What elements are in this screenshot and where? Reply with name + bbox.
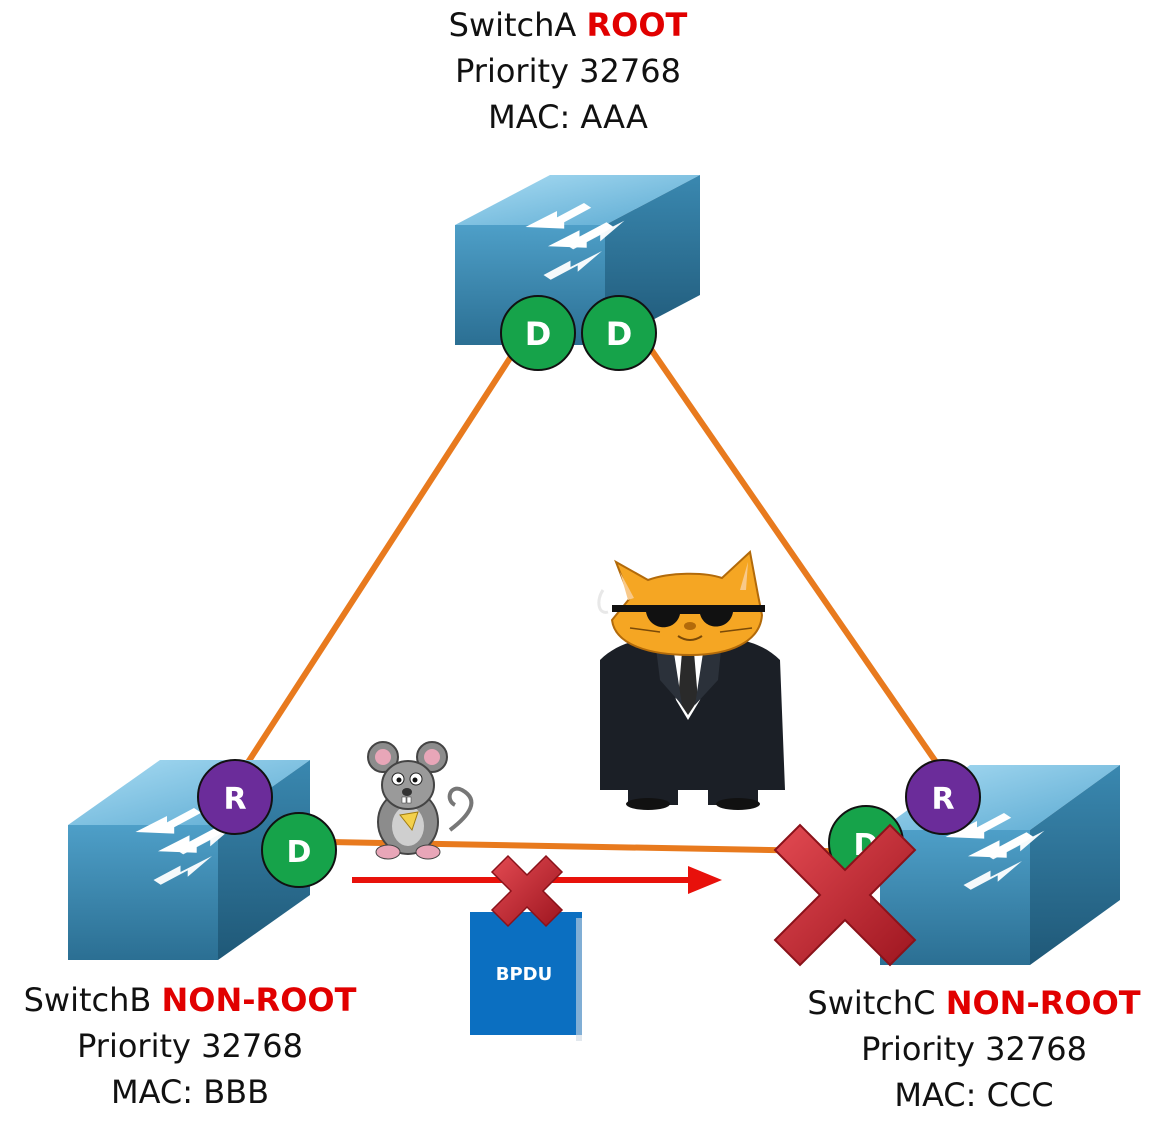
- port-c-root: R: [905, 759, 981, 835]
- bpdu-packet-icon: BPDU: [470, 912, 582, 1041]
- svg-text:R: R: [223, 782, 246, 817]
- switch-a-role: ROOT: [586, 6, 688, 44]
- port-a-right: D: [581, 295, 657, 371]
- switch-b-title: SwitchB NON-ROOT: [0, 977, 380, 1023]
- mouse-icon: [367, 741, 474, 860]
- svg-text:BPDU: BPDU: [496, 964, 552, 985]
- switch-c-label: SwitchC NON-ROOT Priority 32768 MAC: CCC: [784, 980, 1164, 1118]
- switch-c-priority: Priority 32768: [861, 1030, 1087, 1068]
- switch-b-label: SwitchB NON-ROOT Priority 32768 MAC: BBB: [0, 977, 380, 1115]
- svg-text:R: R: [931, 782, 954, 817]
- switch-a-name: SwitchA: [448, 6, 577, 44]
- port-b-root: R: [197, 759, 273, 835]
- switch-a-icon: [455, 175, 700, 345]
- switch-a-priority: Priority 32768: [455, 52, 681, 90]
- switch-a-mac: MAC: AAA: [488, 98, 648, 136]
- cat-agent-icon: [597, 550, 785, 810]
- port-a-left: D: [500, 295, 576, 371]
- link-a-c: [645, 343, 948, 777]
- blocked-x-icon: [773, 823, 917, 967]
- switch-b-mac: MAC: BBB: [110, 1073, 270, 1111]
- port-b-designated: D: [261, 812, 337, 888]
- switch-c-name: SwitchC: [807, 984, 936, 1022]
- switch-b-name: SwitchB: [23, 981, 152, 1019]
- svg-text:D: D: [287, 835, 312, 870]
- switch-c-icon: [880, 765, 1120, 965]
- switch-b-priority: Priority 32768: [77, 1027, 303, 1065]
- switch-a-label: SwitchA ROOT Priority 32768 MAC: AAA: [368, 2, 768, 140]
- link-a-b: [240, 353, 515, 772]
- bpdu-blocked-x-icon: [490, 854, 564, 928]
- switch-a-title: SwitchA ROOT: [368, 2, 768, 48]
- switch-c-mac: MAC: CCC: [894, 1076, 1054, 1114]
- switch-c-role: NON-ROOT: [945, 984, 1141, 1022]
- switch-c-title: SwitchC NON-ROOT: [784, 980, 1164, 1026]
- switch-b-role: NON-ROOT: [161, 981, 357, 1019]
- svg-text:D: D: [525, 315, 552, 353]
- svg-text:D: D: [606, 315, 633, 353]
